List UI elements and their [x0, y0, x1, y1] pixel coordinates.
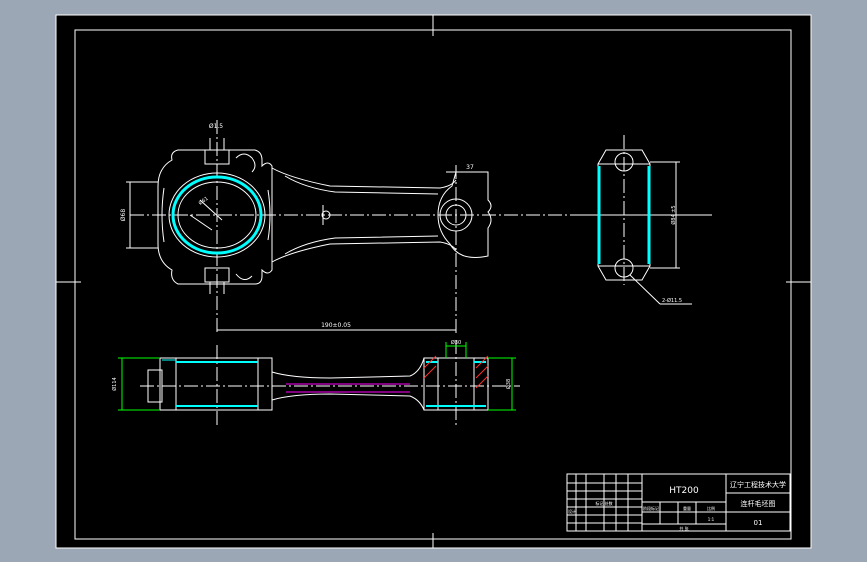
dim-side-hole: 2-Ø11.5 — [662, 297, 682, 304]
dim-front-top-right: Ø30 — [451, 339, 461, 346]
connecting-rod-front-view — [118, 340, 520, 425]
title-drawing-name: 连杆毛坯图 — [741, 499, 776, 508]
centering-marks — [56, 15, 811, 548]
dim-big-end-inner: Ø61 — [197, 195, 209, 207]
title-drawing-number: 01 — [754, 519, 763, 527]
drawing-sheet — [55, 14, 812, 549]
title-date-label: 标记 处数 — [595, 500, 612, 506]
title-school: 辽宁工程技术大学 — [730, 480, 786, 489]
dim-center-distance: 190±0.05 — [321, 322, 351, 329]
title-material: HT200 — [669, 486, 699, 496]
connecting-rod-top-view — [126, 120, 710, 335]
title-weight-label: 重量 — [683, 505, 691, 511]
section-hatch — [162, 359, 486, 407]
dim-small-end-width: 37 — [466, 164, 474, 171]
dim-front-height-left: Ø114 — [111, 377, 118, 390]
title-block — [566, 473, 791, 532]
connecting-rod-side-view — [578, 135, 712, 305]
dim-top-mark: Ø1.5 — [209, 123, 223, 130]
title-scale-value: 1:1 — [708, 517, 715, 522]
dim-side-height: Ø84 ±5 — [670, 205, 677, 224]
title-stage-label: 阶段标记 — [643, 505, 659, 511]
title-sheet-label: 共 张 — [679, 525, 688, 531]
dim-front-height-right: Ø38 — [505, 379, 512, 389]
section-hatch-red — [423, 355, 489, 389]
title-designer-label: 设计 — [568, 508, 576, 514]
title-scale-label: 比例 — [707, 505, 715, 511]
dim-big-end-dia: Ø68 — [120, 209, 127, 222]
